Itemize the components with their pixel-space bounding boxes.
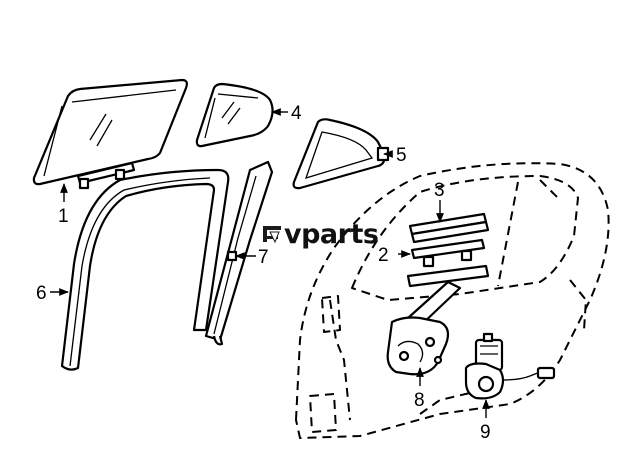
callout-8: 8 — [414, 390, 425, 411]
door-outline — [295, 162, 610, 439]
callout-labels: 1 4 5 3 2 6 7 8 9 — [36, 103, 491, 443]
part-9-regulator-motor — [464, 332, 556, 400]
watermark-brand: vparts — [284, 219, 378, 250]
part-4-quarter-glass — [195, 82, 274, 148]
part-1-door-glass — [32, 78, 188, 190]
callout-9: 9 — [480, 422, 491, 443]
callout-4: 4 — [291, 103, 302, 124]
leader-lines — [50, 108, 490, 418]
part-7-division-bar — [204, 160, 274, 346]
callout-5: 5 — [396, 145, 407, 166]
callout-2: 2 — [378, 245, 389, 266]
part-2-channel-strip — [406, 238, 490, 288]
callout-3: 3 — [434, 180, 445, 201]
watermark-logo: vparts — [263, 219, 379, 250]
part-3-channel-strip — [408, 212, 490, 244]
ev-logo-icon — [263, 226, 281, 244]
callout-1: 1 — [58, 206, 69, 227]
part-6-glass-run-channel — [60, 168, 230, 371]
part-5-quarter-glass-seal — [292, 118, 390, 190]
part-8-window-regulator — [386, 280, 462, 376]
door-latch-brackets — [309, 295, 341, 433]
callout-6: 6 — [36, 283, 47, 304]
callout-7: 7 — [258, 247, 269, 268]
